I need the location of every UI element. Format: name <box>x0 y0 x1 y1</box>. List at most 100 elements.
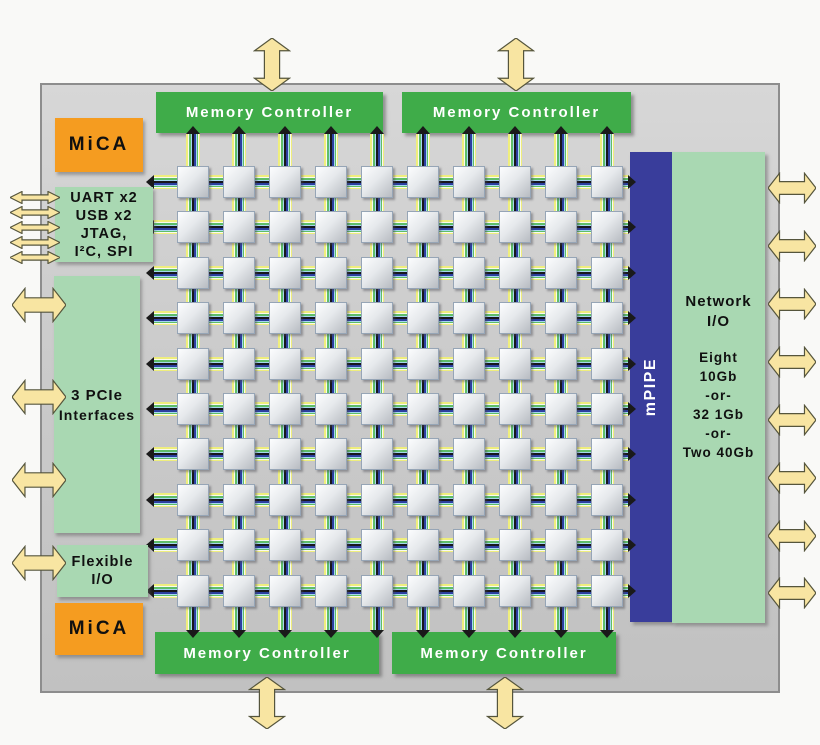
mesh-tile <box>591 211 623 243</box>
link-arrowhead <box>628 538 636 552</box>
mesh-tile <box>361 438 393 470</box>
mesh-tile <box>177 529 209 561</box>
mesh-tile <box>453 438 485 470</box>
link-arrowhead <box>416 126 430 134</box>
link-arrowhead <box>554 126 568 134</box>
mesh-tile <box>453 257 485 289</box>
uart-io-arrow-left <box>10 251 60 264</box>
link-arrowhead <box>462 126 476 134</box>
link-arrowhead <box>628 493 636 507</box>
link-arrowhead <box>146 175 154 189</box>
mesh-tile <box>315 484 347 516</box>
link-arrowhead <box>628 266 636 280</box>
mesh-tile <box>545 348 577 380</box>
mesh-tile <box>223 302 255 334</box>
network-io-title-line2: I/O <box>706 313 730 330</box>
mesh-tile <box>545 166 577 198</box>
mesh-tile <box>315 348 347 380</box>
link-arrowhead <box>146 402 154 416</box>
network-io-arrow-right <box>768 288 816 320</box>
mesh-tile <box>545 257 577 289</box>
network-io-arrow-right <box>768 404 816 436</box>
network-io-block: Network I/O Eight 10Gb -or- 32 1Gb -or- … <box>672 152 765 623</box>
pcie-io-arrow-left <box>12 462 66 498</box>
mesh-tile <box>269 484 301 516</box>
mesh-tile <box>499 484 531 516</box>
link-arrowhead <box>554 630 568 638</box>
mesh-tile <box>499 348 531 380</box>
mesh-tile <box>591 166 623 198</box>
mesh-tile <box>407 484 439 516</box>
mesh-tile <box>407 575 439 607</box>
mesh-tile <box>269 211 301 243</box>
mesh-tile <box>177 393 209 425</box>
link-arrowhead <box>186 630 200 638</box>
mesh-tile <box>407 393 439 425</box>
network-io-arrow-right <box>768 577 816 609</box>
link-arrowhead <box>370 630 384 638</box>
mesh-tile <box>545 529 577 561</box>
mesh-tile <box>407 438 439 470</box>
mesh-tile <box>499 438 531 470</box>
mesh-tile <box>407 257 439 289</box>
mesh-tile <box>177 302 209 334</box>
mesh-tile <box>177 348 209 380</box>
ddr-io-arrow-bottom <box>486 677 524 729</box>
uart-io-arrow-left <box>10 221 60 234</box>
mesh-tile <box>453 393 485 425</box>
pcie-block: 3 PCIe Interfaces <box>54 276 140 533</box>
mesh-tile <box>499 393 531 425</box>
link-arrowhead <box>628 220 636 234</box>
mesh-tile <box>315 302 347 334</box>
mesh-tile <box>223 484 255 516</box>
network-io-arrow-right <box>768 230 816 262</box>
mesh-tile <box>361 257 393 289</box>
mesh-tile <box>223 166 255 198</box>
ddr-io-arrow-top <box>253 38 291 91</box>
mesh-tile <box>361 393 393 425</box>
link-arrowhead <box>146 311 154 325</box>
link-arrowhead <box>628 357 636 371</box>
mesh-tile <box>269 575 301 607</box>
mesh-tile <box>453 575 485 607</box>
mesh-tile <box>499 575 531 607</box>
mesh-tile <box>453 484 485 516</box>
mesh-tile <box>453 348 485 380</box>
mesh-tile <box>361 484 393 516</box>
pcie-io-arrow-left <box>12 379 66 415</box>
link-arrowhead <box>370 126 384 134</box>
mica-block-bottom: MiCA <box>55 603 143 655</box>
mesh-tile <box>453 166 485 198</box>
mesh-tile <box>407 348 439 380</box>
mesh-tile <box>361 211 393 243</box>
mesh-tile <box>223 393 255 425</box>
mesh-tile <box>177 484 209 516</box>
mesh-tile <box>315 438 347 470</box>
mesh-tile <box>177 166 209 198</box>
network-io-arrow-right <box>768 346 816 378</box>
link-arrowhead <box>628 402 636 416</box>
link-arrowhead <box>146 447 154 461</box>
link-arrowhead <box>628 584 636 598</box>
link-arrowhead <box>462 630 476 638</box>
link-arrowhead <box>416 630 430 638</box>
mesh-tile <box>591 257 623 289</box>
mesh-tile <box>407 529 439 561</box>
mesh-tile <box>315 575 347 607</box>
mesh-tile <box>545 484 577 516</box>
link-arrowhead <box>278 630 292 638</box>
network-io-title-line1: Network <box>685 293 752 310</box>
link-arrowhead <box>232 126 246 134</box>
mesh-tile <box>591 348 623 380</box>
mesh-tile <box>407 302 439 334</box>
mesh-tile <box>269 393 301 425</box>
mesh-tile <box>499 529 531 561</box>
link-arrowhead <box>278 126 292 134</box>
memory-controller-top-right: Memory Controller <box>402 92 631 133</box>
mesh-tile <box>453 529 485 561</box>
mesh-tile <box>361 348 393 380</box>
mesh-tile <box>499 211 531 243</box>
mesh-tile <box>223 438 255 470</box>
mesh-tile <box>545 393 577 425</box>
mesh-tile <box>453 302 485 334</box>
